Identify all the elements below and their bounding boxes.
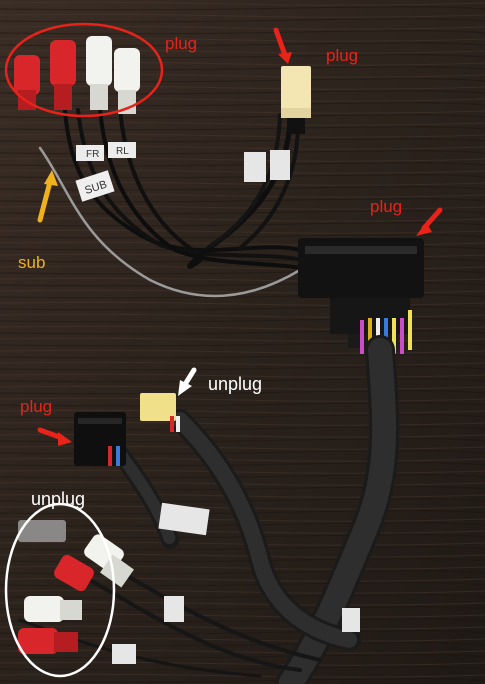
annotations [4,22,443,678]
wire-tags: SUB FR RL [75,142,290,202]
beige-plug-top [281,66,311,134]
arrow-main-connector [416,207,443,236]
label-plug-rca-top: plug [165,34,198,53]
braided-harness [18,335,400,684]
label-unplug-bottom: unplug [31,489,86,509]
label-sub: sub [18,253,46,272]
arrow-sub [37,170,58,223]
arrow-left-plug [37,427,72,446]
label-plug-top-right: plug [326,46,359,65]
label-plug-main-connector: plug [370,197,403,216]
rca-plugs-top [14,36,140,114]
arrow-unplug-middle [178,367,197,396]
rca-plugs-bottom [18,502,360,664]
rl-tag: RL [116,146,129,157]
rca-bottom-highlight-ellipse [4,502,116,678]
black-connector-left [74,412,126,466]
label-plug-left: plug [20,397,53,416]
yellow-connector-middle [140,393,180,432]
fr-tag: FR [86,149,99,160]
arrow-top-plug [273,27,292,64]
label-unplug-middle: unplug [208,374,263,394]
rca-top-highlight-ellipse [4,22,164,118]
